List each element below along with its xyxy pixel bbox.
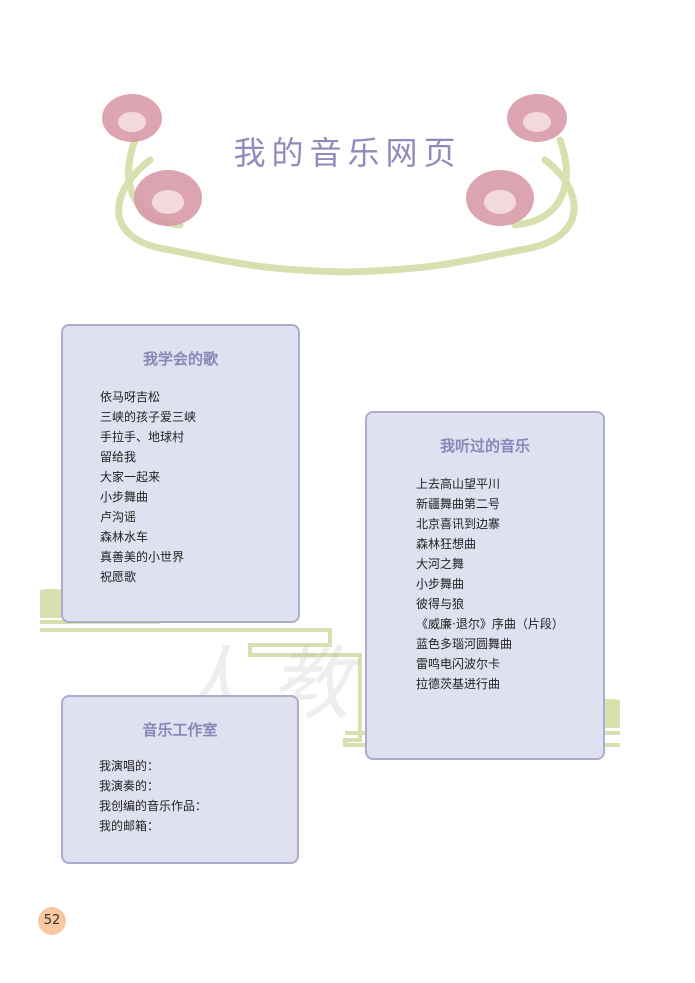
list-item: 小步舞曲	[100, 490, 149, 504]
list-item: 《威廉·退尔》序曲（片段）	[416, 617, 564, 631]
list-item: 雷鸣电闪波尔卡	[416, 657, 501, 671]
list-item: 我的邮箱：	[99, 819, 160, 833]
list-item: 森林狂想曲	[416, 537, 477, 551]
list-item: 我演唱的：	[99, 759, 160, 773]
list-item: 我创编的音乐作品：	[99, 799, 208, 813]
list-item: 留给我	[100, 450, 137, 464]
list-item: 蓝色多瑙河圆舞曲	[416, 637, 513, 651]
songs-learned-panel: 我学会的歌 依马呀吉松 三峡的孩子爱三峡 手拉手、地球村 留给我 大家一起来 小…	[61, 324, 300, 623]
list-item: 拉德茨基进行曲	[416, 677, 501, 691]
list-item: 三峡的孩子爱三峡	[100, 410, 197, 424]
list-item: 大河之舞	[416, 557, 465, 571]
list-item: 森林水车	[100, 530, 149, 544]
list-item: 北京喜讯到边寨	[416, 517, 501, 531]
page-number-badge: 52	[38, 907, 66, 935]
music-heard-heading: 我听过的音乐	[439, 437, 530, 455]
list-item: 小步舞曲	[416, 577, 465, 591]
music-studio-heading: 音乐工作室	[142, 721, 218, 739]
list-item: 依马呀吉松	[100, 390, 161, 404]
music-heard-panel: 我听过的音乐 上去高山望平川 新疆舞曲第二号 北京喜讯到边寨 森林狂想曲 大河之…	[365, 411, 605, 760]
list-item: 手拉手、地球村	[100, 430, 185, 444]
list-item: 大家一起来	[100, 470, 161, 484]
list-item: 我演奏的：	[99, 779, 160, 793]
music-studio-panel: 音乐工作室 我演唱的： 我演奏的： 我创编的音乐作品： 我的邮箱：	[61, 695, 299, 864]
list-item: 真善美的小世界	[100, 550, 185, 564]
list-item: 上去高山望平川	[416, 477, 501, 491]
list-item: 彼得与狼	[416, 597, 465, 611]
page-title: 我的音乐网页	[233, 134, 462, 172]
songs-learned-heading: 我学会的歌	[142, 350, 218, 368]
list-item: 卢沟谣	[100, 510, 137, 524]
list-item: 新疆舞曲第二号	[416, 497, 501, 511]
list-item: 祝愿歌	[100, 570, 137, 584]
